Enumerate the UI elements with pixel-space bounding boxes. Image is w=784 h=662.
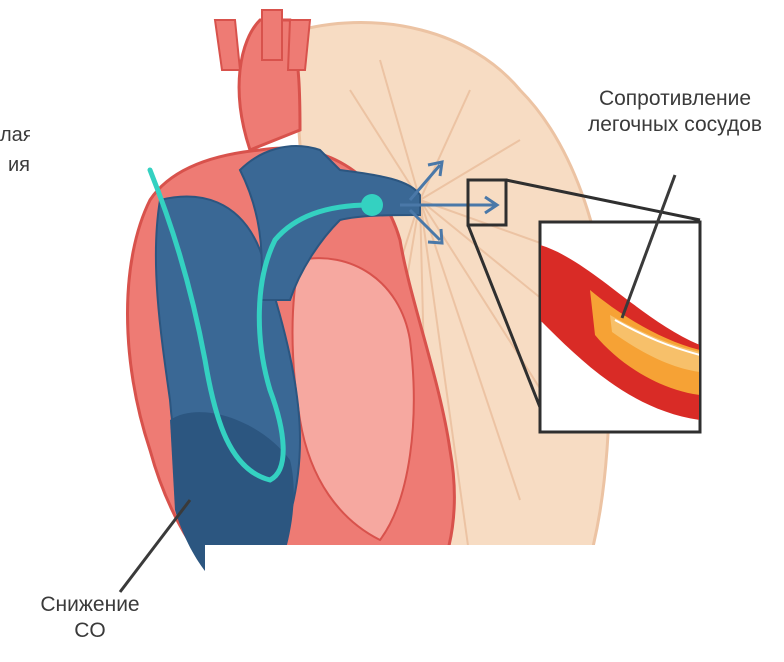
cardiac-output-line-2: CO [30, 618, 150, 644]
blank-panel [205, 545, 784, 662]
cut-off-label: лая ия [0, 120, 30, 180]
cut-off-line-2: ия [0, 150, 30, 180]
catheter-balloon-icon [361, 194, 383, 216]
cardiac-output-label: Снижение CO [30, 592, 150, 644]
cut-off-line-1: лая [0, 120, 30, 150]
pulmonary-resistance-label: Сопротивление легочных сосудов [560, 86, 784, 138]
pulmonary-resistance-line-2: легочных сосудов [560, 112, 784, 138]
magnified-vessel-inset [540, 222, 700, 432]
pulmonary-resistance-line-1: Сопротивление [560, 86, 784, 112]
cardiac-output-line-1: Снижение [30, 592, 150, 618]
